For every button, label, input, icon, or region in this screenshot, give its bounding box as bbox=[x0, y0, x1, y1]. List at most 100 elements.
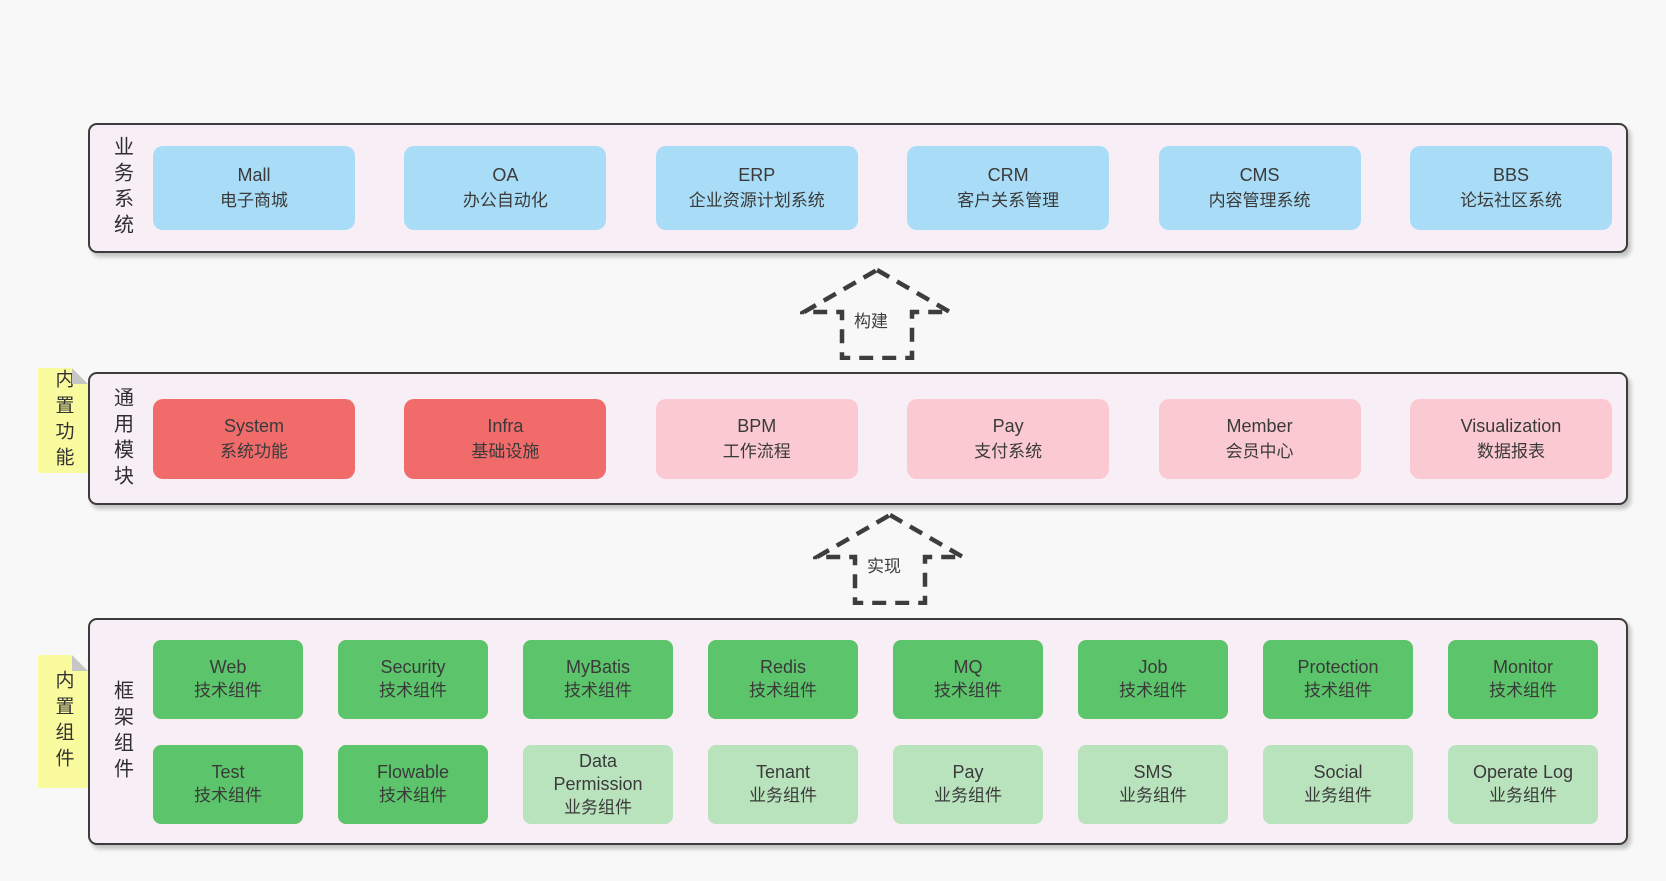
box-protection: Protection 技术组件 bbox=[1263, 639, 1413, 719]
box-bbs: BBS 论坛社区系统 bbox=[1409, 146, 1612, 230]
box-subtitle: 业务组件 bbox=[1119, 786, 1187, 805]
box-subtitle: 技术组件 bbox=[379, 681, 447, 700]
box-title: Security bbox=[380, 657, 446, 677]
box-subtitle: 电子商城 bbox=[220, 191, 288, 210]
sticky-note-builtin-functions: 内置功能 bbox=[38, 368, 88, 473]
sticky-note-builtin-components: 内置组件 bbox=[38, 655, 88, 788]
box-title: Pay bbox=[992, 415, 1024, 436]
box-subtitle: 工作流程 bbox=[722, 441, 791, 461]
box-visualization: Visualization 数据报表 bbox=[1409, 398, 1612, 479]
box-redis: Redis 技术组件 bbox=[708, 639, 858, 719]
box-title: Tenant bbox=[755, 762, 811, 782]
box-title: Visualization bbox=[1460, 415, 1562, 436]
box-title: Redis bbox=[759, 657, 807, 677]
box-mybatis: MyBatis 技术组件 bbox=[523, 639, 673, 719]
box-subtitle: 技术组件 bbox=[1119, 681, 1187, 700]
box-title: MQ bbox=[953, 657, 983, 677]
box-oa: OA 办公自动化 bbox=[404, 146, 607, 230]
box-web: Web 技术组件 bbox=[153, 639, 303, 719]
box-title: Pay bbox=[952, 762, 984, 782]
box-job: Job 技术组件 bbox=[1078, 639, 1228, 719]
box-subtitle: 业务组件 bbox=[749, 786, 817, 805]
box-social: Social 业务组件 bbox=[1263, 744, 1413, 824]
box-data-permission: Data Permission 业务组件 bbox=[523, 744, 673, 824]
box-mq: MQ 技术组件 bbox=[893, 639, 1043, 719]
box-subtitle: 业务组件 bbox=[1304, 786, 1372, 805]
arrow-label-implement: 实现 bbox=[862, 556, 906, 578]
box-title: BPM bbox=[737, 415, 777, 436]
box-operate-log: Operate Log 业务组件 bbox=[1448, 744, 1598, 824]
box-title: Member bbox=[1226, 415, 1293, 436]
layer-label-business: 业务系统 bbox=[110, 136, 133, 240]
sticky-note-builtin-components-label: 内置组件 bbox=[52, 669, 74, 774]
box-subtitle: 技术组件 bbox=[934, 681, 1002, 700]
box-subtitle: 支付系统 bbox=[974, 441, 1043, 461]
box-title: CMS bbox=[1239, 165, 1280, 185]
box-title: Operate Log bbox=[1472, 762, 1574, 782]
box-title: Social bbox=[1313, 762, 1363, 782]
box-infra: Infra 基础设施 bbox=[404, 398, 607, 479]
box-title: MyBatis bbox=[565, 657, 630, 677]
box-cms: CMS 内容管理系统 bbox=[1158, 146, 1361, 230]
box-monitor: Monitor 技术组件 bbox=[1448, 639, 1598, 719]
box-title: System bbox=[223, 415, 284, 436]
box-test: Test 技术组件 bbox=[153, 744, 303, 824]
box-subtitle: 办公自动化 bbox=[462, 191, 548, 210]
box-mall: Mall 电子商城 bbox=[153, 146, 355, 230]
box-pay: Pay 支付系统 bbox=[907, 398, 1110, 479]
box-subtitle: 技术组件 bbox=[379, 786, 447, 805]
box-subtitle: 会员中心 bbox=[1225, 441, 1294, 461]
box-title: Job bbox=[1138, 657, 1168, 677]
arrow-label-build: 构建 bbox=[849, 311, 893, 333]
box-subtitle: 业务组件 bbox=[564, 797, 632, 817]
sticky-note-builtin-functions-label: 内置功能 bbox=[52, 368, 74, 473]
box-subtitle: 系统功能 bbox=[220, 441, 288, 461]
box-title: Mall bbox=[237, 165, 271, 185]
layer-label-modules: 通用模块 bbox=[110, 386, 133, 491]
box-member: Member 会员中心 bbox=[1158, 398, 1361, 479]
box-title: Web bbox=[209, 657, 247, 677]
box-subtitle: 业务组件 bbox=[1489, 786, 1557, 805]
box-subtitle: 技术组件 bbox=[194, 681, 262, 700]
box-subtitle: 技术组件 bbox=[564, 681, 632, 700]
box-subtitle: 业务组件 bbox=[934, 786, 1002, 805]
box-subtitle: 技术组件 bbox=[749, 681, 817, 700]
box-tenant: Tenant 业务组件 bbox=[708, 744, 858, 824]
box-sms: SMS 业务组件 bbox=[1078, 744, 1228, 824]
box-title: Test bbox=[211, 762, 245, 782]
box-flowable: Flowable 技术组件 bbox=[338, 744, 488, 824]
box-bpm: BPM 工作流程 bbox=[655, 398, 858, 479]
box-title: Monitor bbox=[1492, 657, 1554, 677]
module-boxes: System 系统功能 Infra 基础设施 BPM 工作流程 Pay 支付系统 Member 会… bbox=[153, 398, 1626, 479]
box-title: BBS bbox=[1492, 165, 1529, 185]
box-subtitle: 技术组件 bbox=[194, 786, 262, 805]
box-title: Protection bbox=[1297, 657, 1379, 677]
box-subtitle: 基础设施 bbox=[471, 441, 540, 461]
box-title: OA bbox=[492, 165, 519, 185]
box-system: System 系统功能 bbox=[153, 398, 355, 479]
box-title: Infra bbox=[487, 415, 524, 436]
box-subtitle: 客户关系管理 bbox=[957, 191, 1060, 210]
box-title: Flowable bbox=[376, 762, 450, 782]
box-subtitle: 内容管理系统 bbox=[1208, 191, 1311, 210]
box-title: SMS bbox=[1133, 762, 1173, 782]
box-subtitle: 技术组件 bbox=[1304, 681, 1372, 700]
layer-label-components: 框架组件 bbox=[110, 679, 133, 784]
box-security: Security 技术组件 bbox=[338, 639, 488, 719]
box-pay: Pay 业务组件 bbox=[893, 744, 1043, 824]
box-subtitle: 数据报表 bbox=[1476, 441, 1545, 461]
box-subtitle: 论坛社区系统 bbox=[1459, 191, 1562, 210]
box-subtitle: 技术组件 bbox=[1489, 681, 1557, 700]
layer-common-modules: 通用模块 System 系统功能 Infra 基础设施 BPM 工作流程 Pay 支付系统 Me… bbox=[88, 372, 1628, 505]
box-title: Data Permission bbox=[553, 750, 643, 794]
box-title: ERP bbox=[738, 165, 776, 185]
